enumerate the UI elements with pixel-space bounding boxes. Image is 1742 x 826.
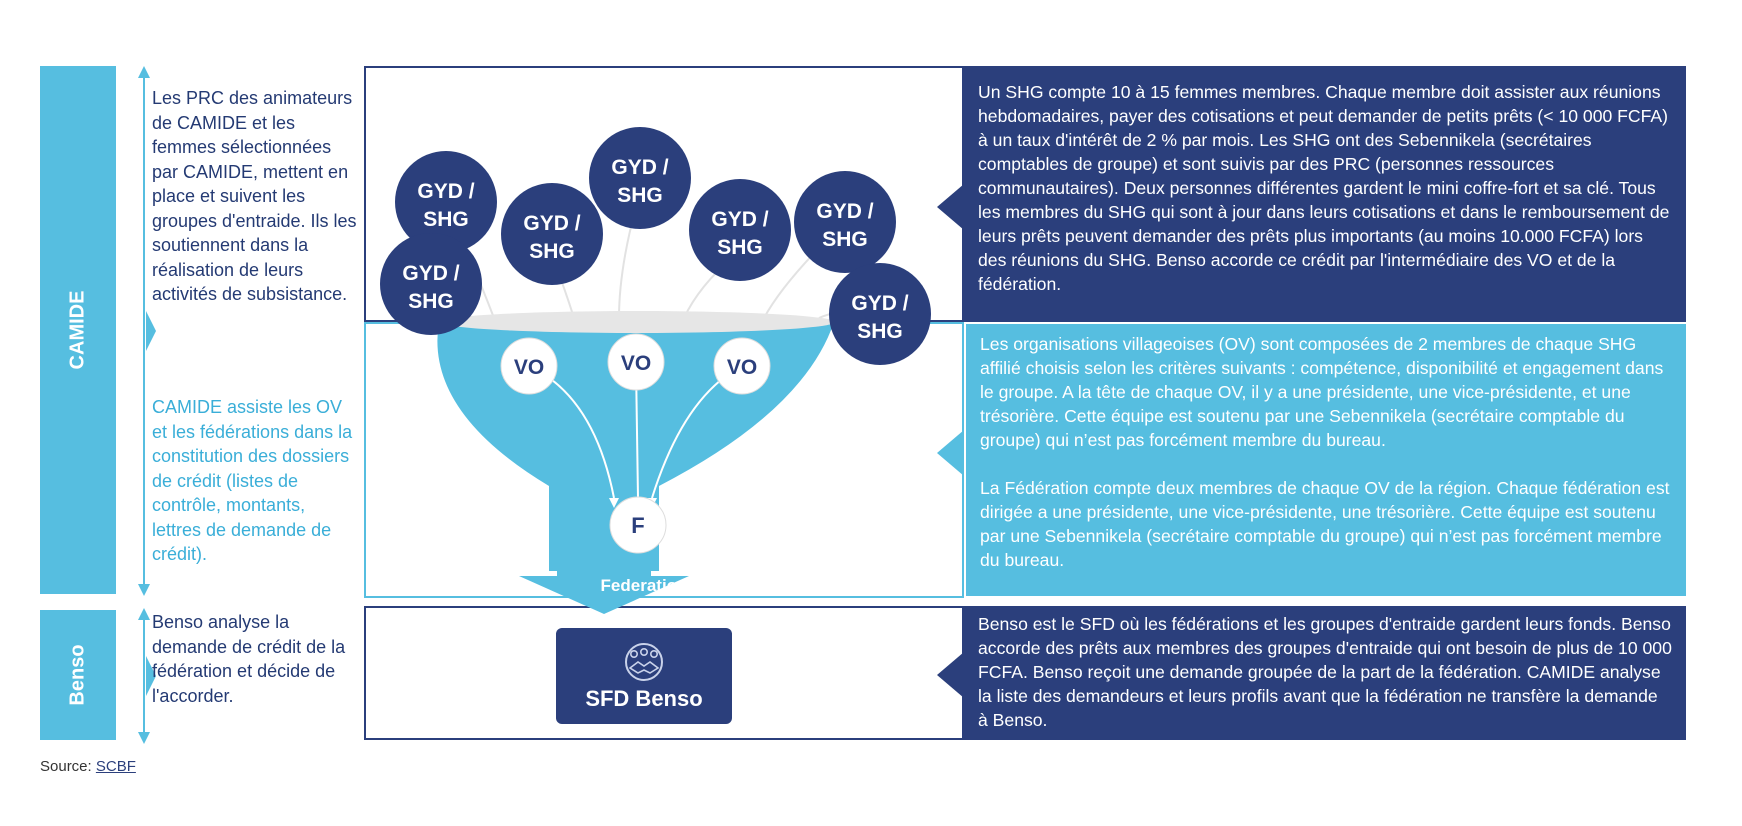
source-prefix: Source: bbox=[40, 758, 96, 775]
shg-node: GYD / SHG bbox=[380, 233, 482, 335]
source-link[interactable]: SCBF bbox=[95, 758, 136, 775]
svg-text:SHG: SHG bbox=[617, 184, 663, 207]
svg-text:SHG: SHG bbox=[822, 228, 868, 251]
svg-text:SHG: SHG bbox=[857, 320, 903, 343]
camide-arrow-icon bbox=[138, 66, 156, 596]
benso-left-text: Benso analyse la demande de crédit de la… bbox=[152, 612, 346, 706]
svg-text:SHG: SHG bbox=[529, 240, 575, 263]
svg-text:GYD /: GYD / bbox=[711, 208, 768, 231]
source-note: Source: SCBF bbox=[40, 758, 136, 775]
funnel-diagram: GYD / SHG GYD / SHG GYD / SHG GYD / SHG … bbox=[380, 127, 931, 614]
svg-text:GYD /: GYD / bbox=[417, 180, 474, 203]
shg-description: Un SHG compte 10 à 15 femmes membres. Ch… bbox=[978, 82, 1670, 294]
svg-text:SHG: SHG bbox=[717, 236, 763, 259]
svg-text:VO: VO bbox=[621, 352, 651, 375]
benso-side-bar: Benso bbox=[40, 610, 116, 740]
vo-node: VO bbox=[500, 337, 558, 395]
sfd-benso-card: SFD Benso bbox=[556, 628, 732, 724]
federation-label: Federation bbox=[601, 576, 688, 595]
svg-text:SHG: SHG bbox=[408, 290, 454, 313]
svg-text:VO: VO bbox=[727, 356, 757, 379]
camide-side-bar: CAMIDE bbox=[40, 66, 116, 594]
federation-node: F bbox=[609, 496, 667, 554]
shg-node: GYD / SHG bbox=[829, 263, 931, 365]
svg-text:F: F bbox=[631, 513, 644, 538]
camide-prc-text: Les PRC des animateurs de CAMIDE et les … bbox=[152, 88, 357, 304]
vo-node: VO bbox=[713, 337, 771, 395]
benso-description: Benso est le SFD où les fédérations et l… bbox=[978, 614, 1672, 730]
shg-node: GYD / SHG bbox=[501, 183, 603, 285]
svg-text:GYD /: GYD / bbox=[523, 212, 580, 235]
shg-pointer bbox=[937, 184, 964, 230]
benso-arrow-icon bbox=[138, 608, 156, 744]
benso-pointer bbox=[937, 652, 964, 698]
shg-description-box: Un SHG compte 10 à 15 femmes membres. Ch… bbox=[964, 66, 1686, 322]
svg-text:SHG: SHG bbox=[423, 208, 469, 231]
federation-description: La Fédération compte deux membres de cha… bbox=[980, 478, 1670, 570]
benso-side-label: Benso bbox=[66, 644, 89, 706]
ov-pointer bbox=[937, 430, 964, 476]
shg-node: GYD / SHG bbox=[395, 151, 497, 253]
shg-node: GYD / SHG bbox=[689, 179, 791, 281]
svg-text:GYD /: GYD / bbox=[611, 156, 668, 179]
benso-description-box: Benso est le SFD où les fédérations et l… bbox=[964, 606, 1686, 740]
svg-text:GYD /: GYD / bbox=[402, 262, 459, 285]
camide-side-label: CAMIDE bbox=[66, 290, 89, 370]
svg-text:GYD /: GYD / bbox=[816, 200, 873, 223]
camide-ov-text: CAMIDE assiste les OV et les fédérations… bbox=[152, 397, 353, 564]
ov-federation-description-box: Les organisations villageoises (OV) sont… bbox=[966, 324, 1686, 596]
shg-node: GYD / SHG bbox=[589, 127, 691, 229]
vo-node: VO bbox=[607, 333, 665, 391]
ov-description: Les organisations villageoises (OV) sont… bbox=[980, 334, 1664, 450]
svg-text:VO: VO bbox=[514, 356, 544, 379]
handshake-logo-icon bbox=[625, 643, 663, 681]
svg-text:GYD /: GYD / bbox=[851, 292, 908, 315]
sfd-benso-label: SFD Benso bbox=[585, 686, 703, 711]
shg-node: GYD / SHG bbox=[794, 171, 896, 273]
